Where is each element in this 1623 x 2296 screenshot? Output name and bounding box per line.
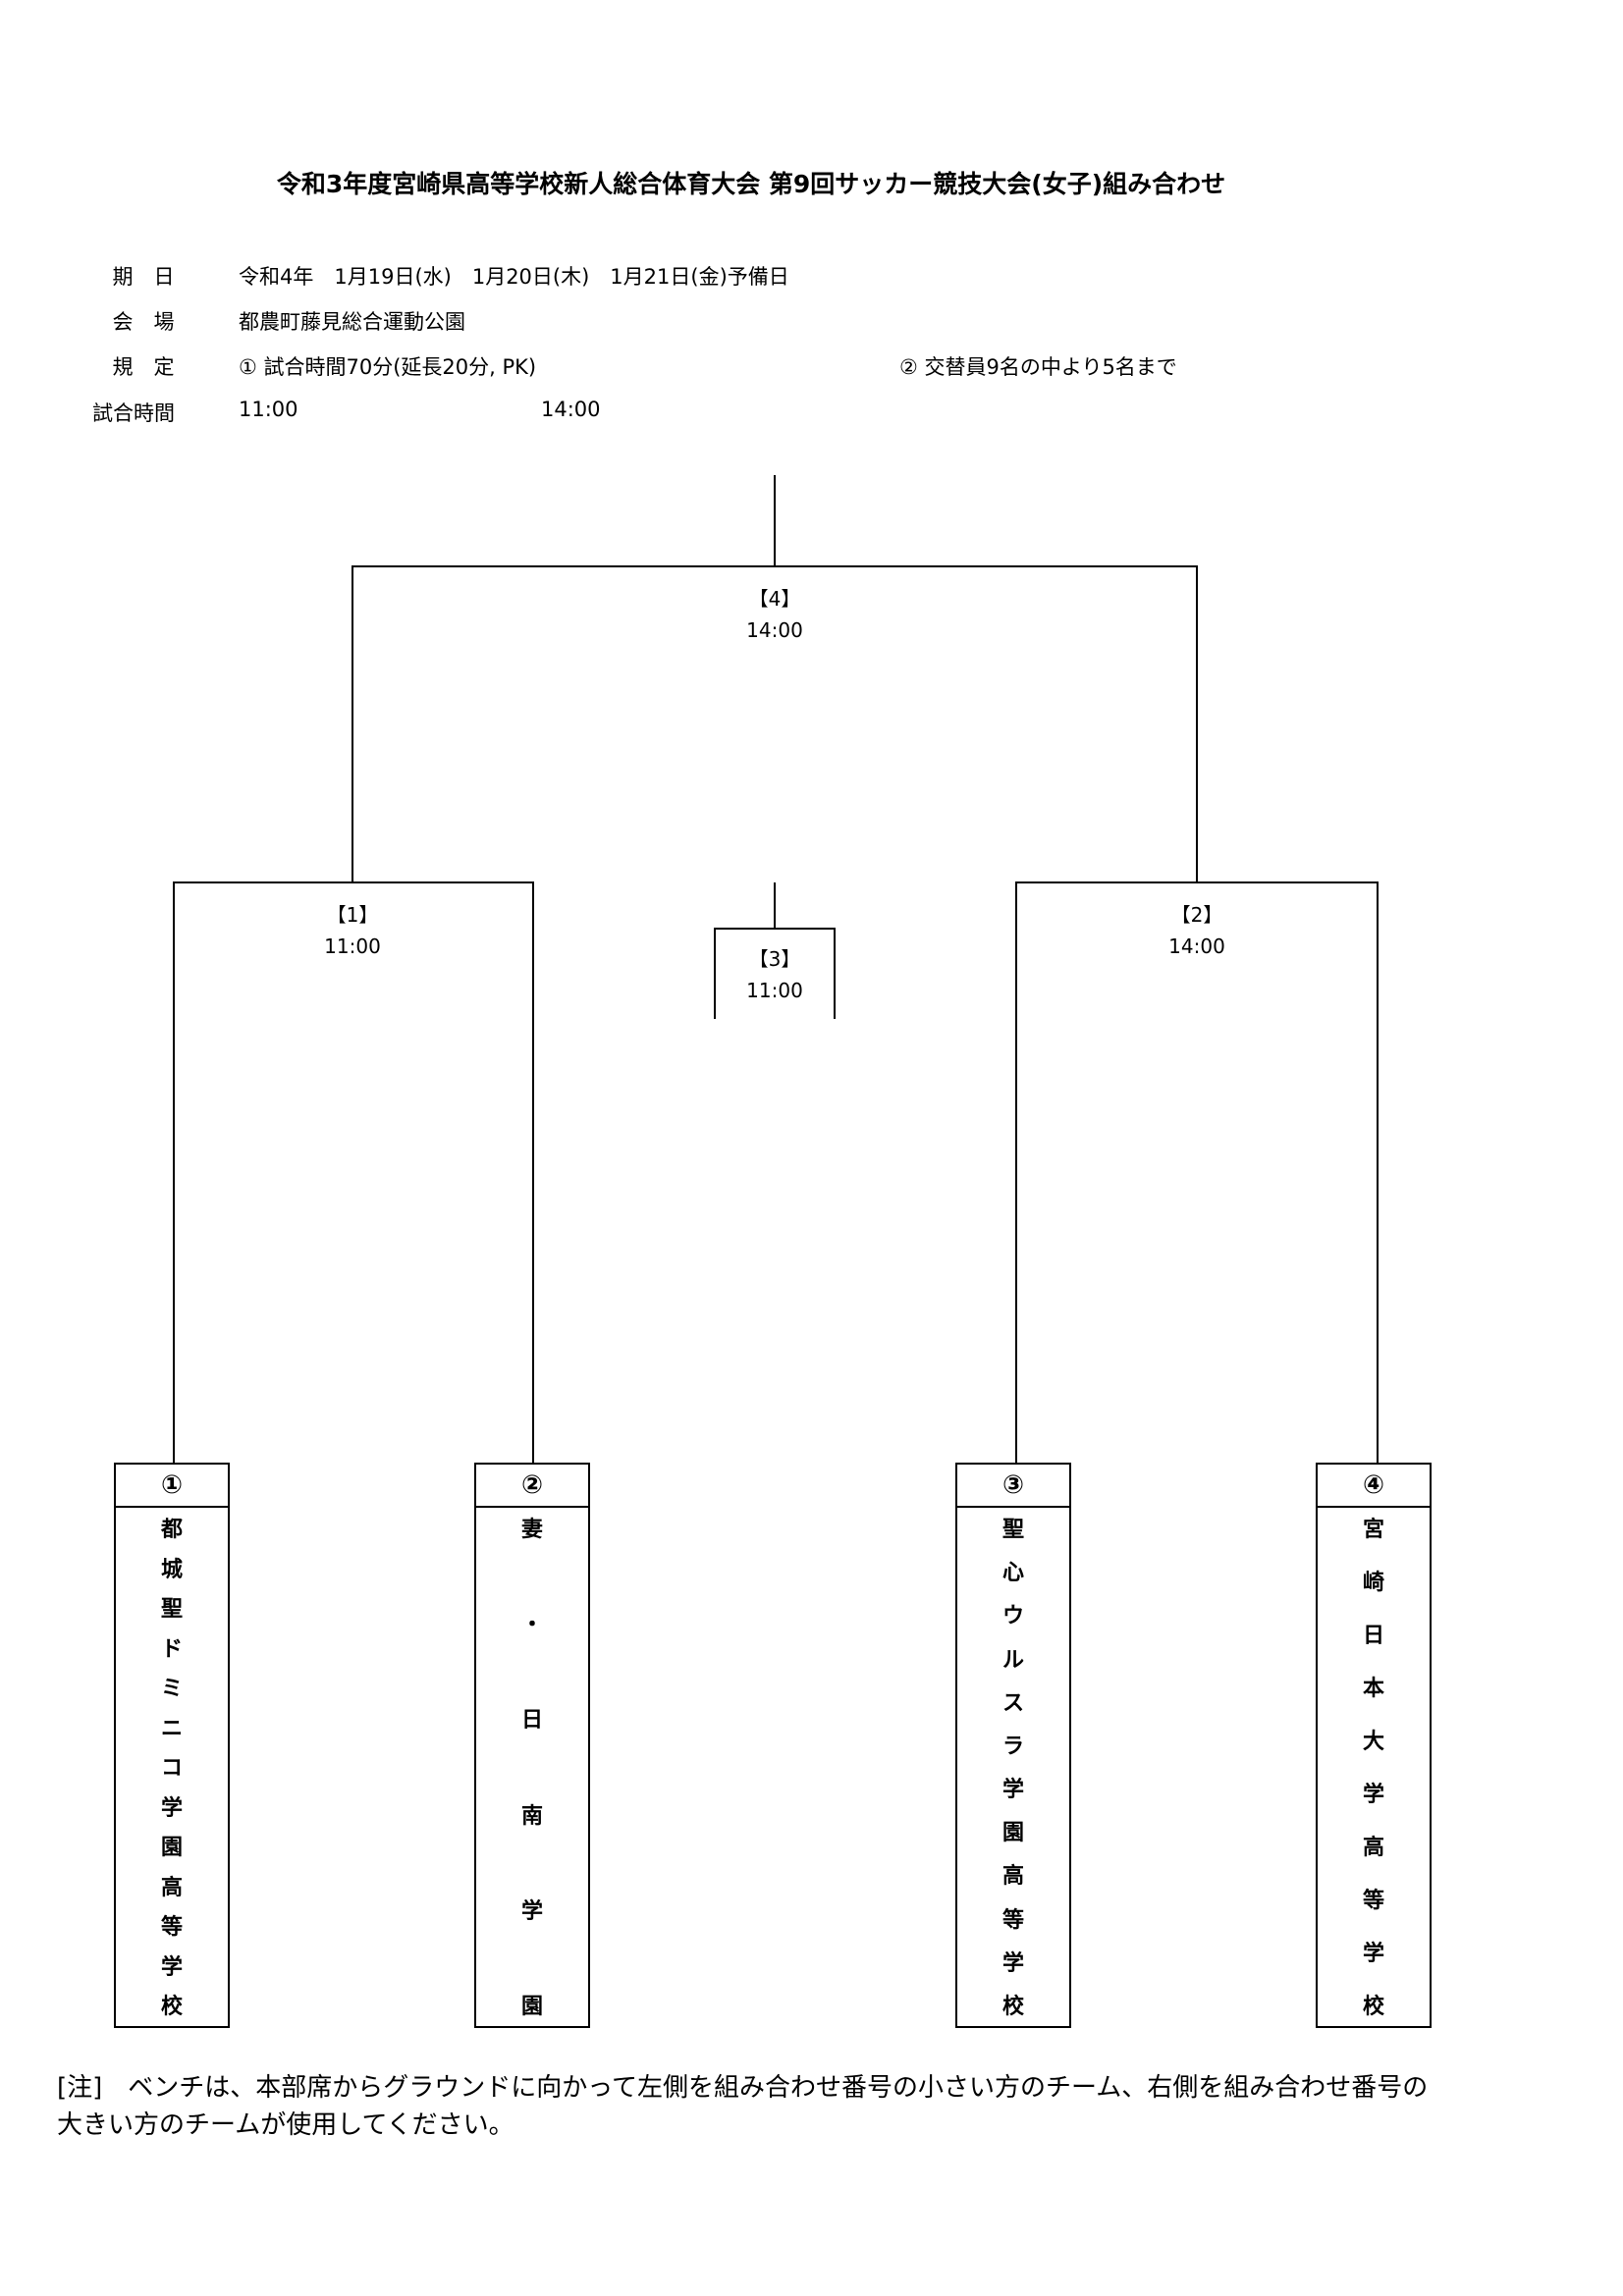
team-name-char: ウ	[1001, 1604, 1024, 1629]
team-box-4: ④ 宮 崎 日 本 大 学 高 等 学 校	[1316, 1463, 1432, 2028]
time-2: 14:00	[541, 398, 601, 421]
team-name-char: 等	[160, 1915, 183, 1940]
team-name: 妻 ・ 日 南 学 園	[476, 1508, 588, 2024]
team-name-char: 聖	[160, 1597, 183, 1622]
venue-value: 都農町藤見総合運動公園	[239, 310, 465, 334]
date-value: 令和4年 1月19日(水) 1月20日(木) 1月21日(金)予備日	[239, 265, 789, 289]
team-name-char: ・	[520, 1613, 543, 1638]
team-box-1: ① 都 城 聖 ド ミ ニ コ 学 園 高 等 学 校	[114, 1463, 230, 2028]
team-name-char: ニ	[160, 1716, 183, 1741]
team-name-char: 校	[1001, 1994, 1024, 2019]
team-name-char: 心	[1001, 1561, 1024, 1586]
team-name-char: 園	[520, 1994, 543, 2019]
team-number: ④	[1318, 1465, 1430, 1508]
team-box-2: ② 妻 ・ 日 南 学 園	[474, 1463, 590, 2028]
match-2-bracket	[1015, 881, 1379, 1463]
match-4-label: 【4】	[748, 587, 801, 611]
date-label: 期 日	[112, 265, 175, 289]
match-4-info: 【4】 14:00	[696, 583, 853, 646]
match-2-time: 14:00	[1168, 934, 1225, 958]
team-name-char: 等	[1001, 1907, 1024, 1933]
team-name-char: 日	[520, 1708, 543, 1734]
team-name-char: 高	[1362, 1836, 1384, 1860]
match-3-info: 【3】 11:00	[696, 943, 853, 1006]
match-1-label: 【1】	[326, 903, 379, 927]
team-name-char: 校	[160, 1995, 183, 2019]
team-name-char: ミ	[160, 1677, 183, 1701]
team-name-char: 学	[1362, 1942, 1384, 1966]
team-box-3: ③ 聖 心 ウ ル ス ラ 学 園 高 等 学 校	[955, 1463, 1071, 2028]
team-name-char: 高	[1001, 1864, 1024, 1890]
team-name-char: 大	[1362, 1730, 1384, 1754]
team-name-char: ド	[160, 1636, 183, 1662]
team-name-char: 宮	[1362, 1518, 1384, 1542]
team-name-char: ス	[1001, 1690, 1024, 1716]
team-name-char: 高	[160, 1875, 183, 1900]
team-name-char: 南	[520, 1803, 543, 1829]
team-name-char: ル	[1001, 1647, 1024, 1673]
team-name-char: 聖	[1001, 1518, 1024, 1542]
team-name: 聖 心 ウ ル ス ラ 学 園 高 等 学 校	[957, 1508, 1069, 2024]
rule-1: ① 試合時間70分(延長20分, PK)	[239, 355, 537, 379]
rules-label: 規 定	[112, 355, 175, 379]
page-title: 令和3年度宮崎県高等学校新人総合体育大会 第9回サッカー競技大会(女子)組み合わ…	[276, 170, 1226, 198]
team-number: ③	[957, 1465, 1069, 1508]
team-name-char: 学	[1001, 1950, 1024, 1976]
team-name: 都 城 聖 ド ミ ニ コ 学 園 高 等 学 校	[116, 1508, 228, 2024]
team-name-char: 城	[160, 1557, 183, 1582]
time-1: 11:00	[239, 398, 298, 421]
bench-note: [注] ベンチは、本部席からグラウンドに向かって左側を組み合わせ番号の小さい方の…	[57, 2073, 1429, 2140]
match-4-time: 14:00	[746, 618, 803, 642]
team-name-char: 校	[1362, 1995, 1384, 2019]
match-1-bracket	[173, 881, 534, 1463]
team-name-char: 本	[1362, 1677, 1384, 1701]
team-number: ②	[476, 1465, 588, 1508]
match-3-time: 11:00	[746, 979, 803, 1002]
team-name-char: 学	[520, 1898, 543, 1924]
team-name-char: コ	[160, 1756, 183, 1781]
team-name-char: 日	[1362, 1624, 1384, 1648]
match-2-label: 【2】	[1170, 903, 1223, 927]
team-name-char: 都	[160, 1518, 183, 1542]
rule-2: ② 交替員9名の中より5名まで	[899, 355, 1177, 379]
team-name-char: 学	[1001, 1778, 1024, 1803]
venue-label: 会 場	[112, 310, 175, 334]
team-name: 宮 崎 日 本 大 学 高 等 学 校	[1318, 1508, 1430, 2024]
team-name-char: 崎	[1362, 1571, 1384, 1595]
team-name-char: ラ	[1001, 1734, 1024, 1759]
match-1-time: 11:00	[324, 934, 381, 958]
team-name-char: 園	[1001, 1821, 1024, 1846]
team-number: ①	[116, 1465, 228, 1508]
match-3-label: 【3】	[748, 947, 801, 971]
final-bracket	[352, 565, 1198, 882]
time-label: 試合時間	[92, 401, 175, 425]
match-3-bracket	[714, 928, 836, 1019]
match-2-info: 【2】 14:00	[1118, 899, 1275, 962]
team-name-char: 妻	[520, 1518, 543, 1542]
team-name-char: 学	[1362, 1783, 1384, 1807]
team-name-char: 園	[160, 1836, 183, 1860]
team-name-char: 学	[160, 1795, 183, 1821]
team-name-char: 学	[160, 1954, 183, 1980]
match-1-info: 【1】 11:00	[274, 899, 431, 962]
team-name-char: 等	[1362, 1889, 1384, 1913]
